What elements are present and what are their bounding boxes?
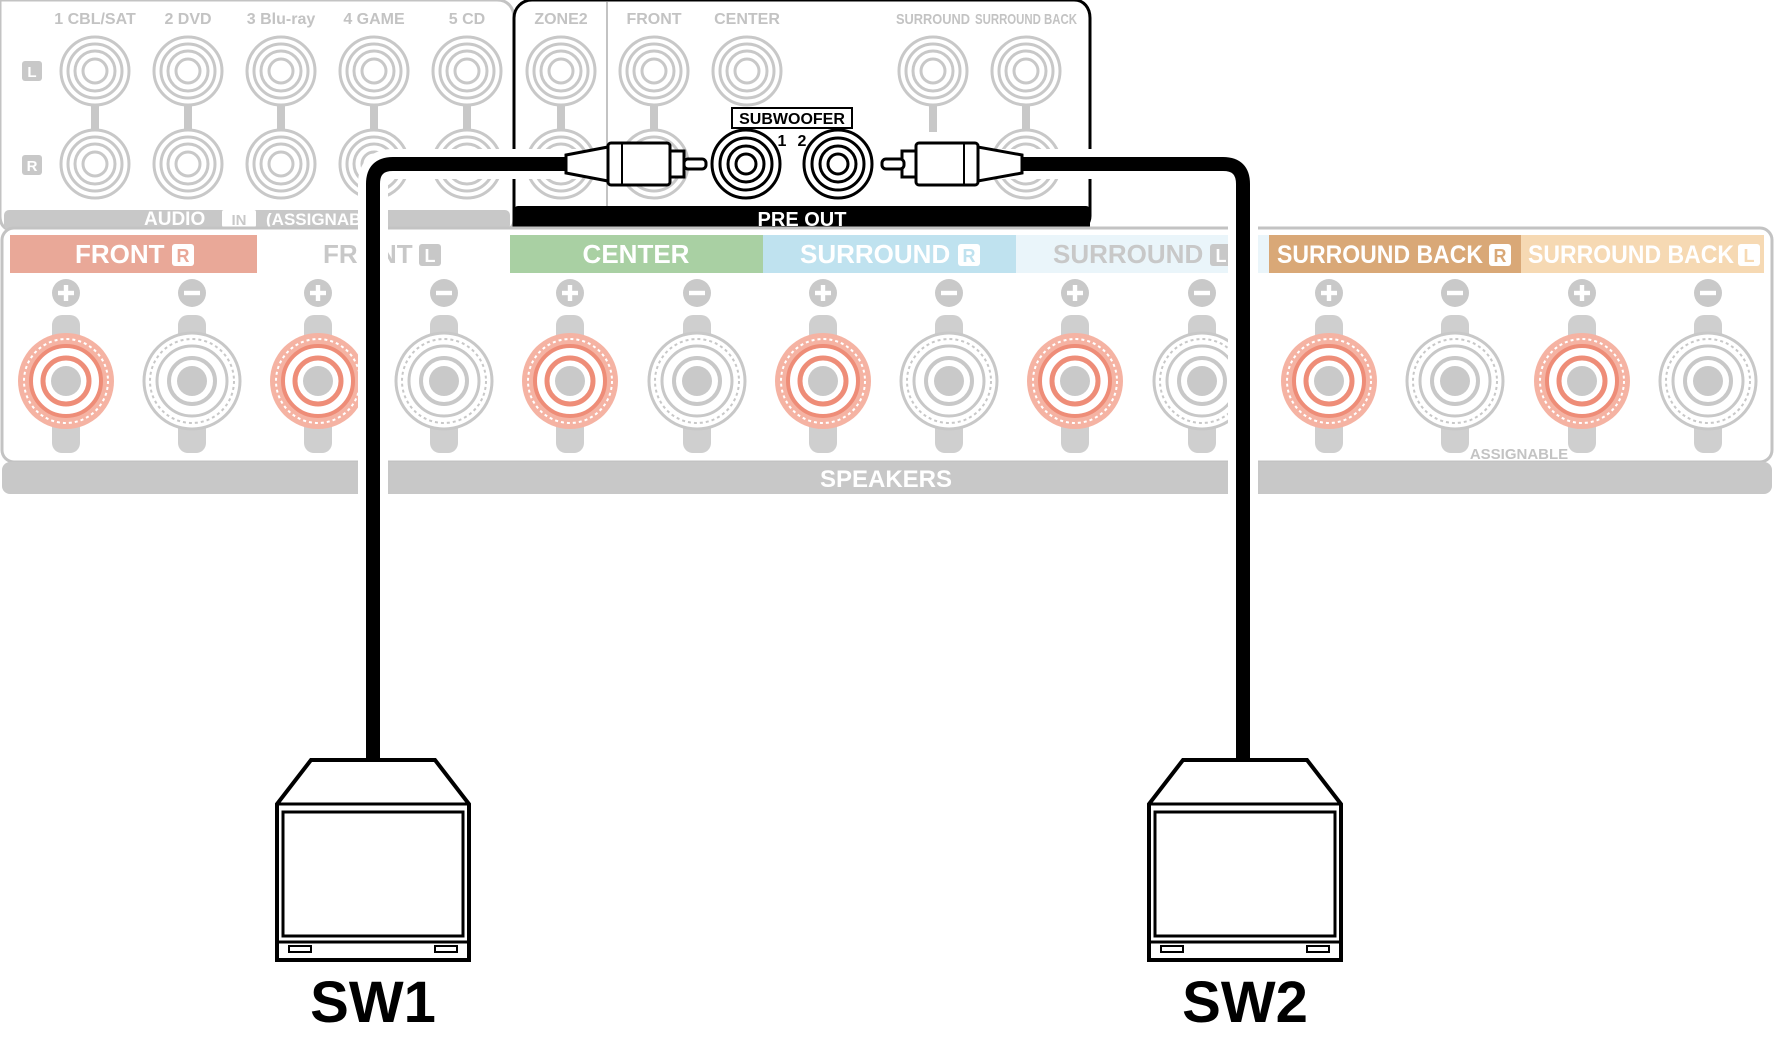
rca-jack-icon[interactable] — [152, 128, 224, 200]
sw2-label: SW2 — [1182, 970, 1308, 1035]
channel-surround-back-l-label: SURROUND BACK — [1528, 241, 1734, 269]
channel-surround-r-badge: R — [963, 246, 976, 266]
minus-icon — [935, 279, 963, 307]
channel-right-badge — [22, 155, 42, 175]
pre-out-label-surround-back: SURROUND BACK — [975, 11, 1077, 28]
cable-sw2 — [1000, 157, 1250, 760]
channel-right-text: R — [27, 158, 38, 175]
pre-out-jacks — [525, 35, 1062, 200]
rca-jack-icon[interactable] — [59, 35, 131, 107]
rca-jack-icon[interactable] — [431, 35, 503, 107]
subwoofer-label-box — [731, 107, 853, 129]
audio-in-badge-text: IN — [232, 212, 247, 229]
plus-icon — [1568, 279, 1596, 307]
audio-in-jacks — [59, 35, 503, 200]
minus-icon — [683, 279, 711, 307]
rca-plug-right-icon — [880, 141, 1024, 187]
pre-out-label-surround: SURROUND — [896, 11, 970, 28]
channel-center-label: CENTER — [583, 239, 690, 269]
subwoofer-cables — [358, 141, 1258, 760]
subwoofer-1-label: 1 — [778, 133, 787, 150]
subwoofer-sw2: SW2 — [1147, 758, 1343, 1035]
channel-left-badge — [22, 61, 42, 81]
channel-surround-back-r-badge: R — [1494, 246, 1507, 266]
pre-out-label-center: CENTER — [714, 11, 780, 28]
plus-icon — [809, 279, 837, 307]
channel-surround-r-label: SURROUND — [800, 239, 950, 269]
cable-sw1 — [366, 157, 580, 760]
rca-jack-icon[interactable] — [245, 35, 317, 107]
rca-jack-icon[interactable] — [245, 128, 317, 200]
plus-icon — [556, 279, 584, 307]
rca-jack-icon[interactable] — [152, 35, 224, 107]
audio-in-panel: 1 CBL/SAT 2 DVD 3 Blu-ray 4 GAME 5 CD L … — [0, 0, 516, 232]
subwoofer-label: SUBWOOFER — [739, 111, 845, 128]
subwoofer-2-jack-icon[interactable] — [802, 128, 874, 200]
channel-surround-l-badge: L — [1216, 246, 1227, 266]
channel-front-r-bar — [10, 235, 257, 273]
pre-out-label-zone2: ZONE2 — [534, 11, 587, 28]
channel-front-r-badge: R — [177, 246, 190, 266]
channel-left-text: L — [27, 64, 36, 81]
pre-out-label-front: FRONT — [626, 11, 681, 28]
minus-icon — [1441, 279, 1469, 307]
sw1-label: SW1 — [310, 970, 436, 1035]
audio-in-section-label: AUDIO — [144, 209, 205, 230]
rca-plug-left-icon — [564, 141, 708, 187]
minus-icon — [1694, 279, 1722, 307]
channel-front-l-badge: L — [425, 246, 436, 266]
minus-icon — [430, 279, 458, 307]
subwoofer-icon — [1147, 758, 1343, 962]
rca-jack-icon[interactable] — [618, 35, 690, 107]
input-label-dvd: 2 DVD — [164, 11, 211, 28]
channel-surround-l-label: SURROUND — [1053, 239, 1203, 269]
rca-jack-icon[interactable] — [59, 128, 131, 200]
minus-icon — [1188, 279, 1216, 307]
speakers-panel: SPEAKERS ASSIGNABLE FRONT R FRO NT L CEN… — [0, 226, 1774, 494]
rca-jack-icon[interactable] — [338, 35, 410, 107]
input-label-bluray: 3 Blu-ray — [247, 11, 316, 28]
audio-in-assignable-label: (ASSIGNAB — [266, 210, 361, 229]
rca-jack-icon[interactable] — [711, 35, 783, 107]
pre-out-section-label: PRE OUT — [758, 209, 847, 231]
channel-surround-back-l-bar — [1521, 235, 1764, 273]
audio-in-badge — [222, 210, 256, 227]
speakers-section-label: SPEAKERS — [820, 466, 952, 493]
subwoofer-1-jack-icon[interactable] — [710, 128, 782, 200]
speaker-channel-labels: FRONT R FRO NT L CENTER SURROUND R SURRO… — [10, 235, 1764, 273]
plus-icon — [304, 279, 332, 307]
rca-jack-icon[interactable] — [990, 35, 1062, 107]
plus-icon — [52, 279, 80, 307]
plus-icon — [1315, 279, 1343, 307]
assignable-label: ASSIGNABLE — [1470, 446, 1568, 463]
subwoofer-sw1: SW1 — [275, 758, 471, 1035]
subwoofer-icon — [275, 758, 471, 962]
channel-surround-back-l-badge: L — [1744, 246, 1755, 266]
channel-surround-back-r-label: SURROUND BACK — [1277, 241, 1483, 269]
channel-center-bar — [510, 235, 763, 273]
channel-front-r-label: FRONT — [75, 239, 165, 269]
minus-icon — [178, 279, 206, 307]
plus-icon — [1061, 279, 1089, 307]
input-label-cd: 5 CD — [449, 11, 485, 28]
input-label-game: 4 GAME — [343, 11, 405, 28]
channel-surround-back-r-bar — [1269, 235, 1521, 273]
rca-jack-icon[interactable] — [525, 35, 597, 107]
rca-jack-icon[interactable] — [897, 35, 969, 107]
subwoofer-2-label: 2 — [798, 133, 807, 150]
pre-out-panel: ZONE2 FRONT CENTER SURROUND SURROUND BAC… — [512, 0, 1092, 232]
input-label-cbl-sat: 1 CBL/SAT — [54, 11, 136, 28]
